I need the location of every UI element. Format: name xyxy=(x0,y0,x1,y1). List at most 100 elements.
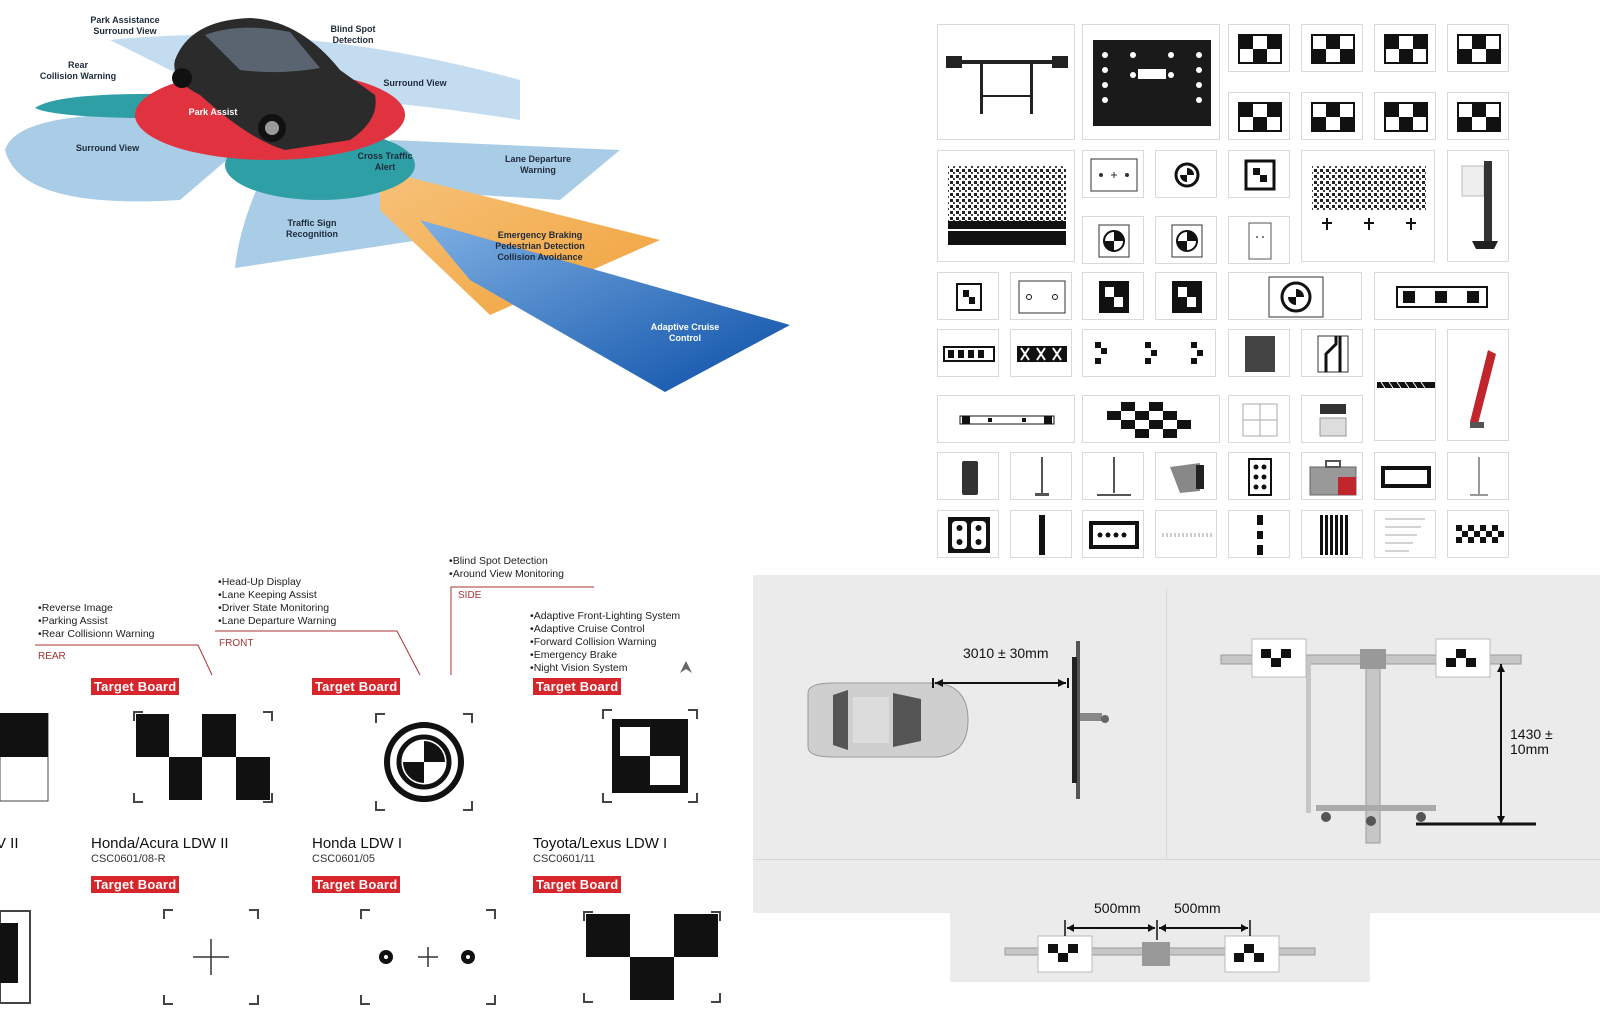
catalog-tile-red-calibration-bar xyxy=(1447,329,1509,441)
feature-item: Lane Departure Warning xyxy=(218,615,337,628)
catalog-tile-checker xyxy=(1374,92,1436,140)
partial-checker-board xyxy=(0,713,49,802)
catalog-tile-plain-board xyxy=(1228,216,1290,264)
zone-label: Adaptive Cruise Control xyxy=(650,322,720,343)
catalog-tile-dot-panel xyxy=(1082,24,1220,140)
catalog-tile-dot-strip xyxy=(937,329,999,377)
catalog-tile-quarter-disc xyxy=(1155,216,1217,264)
catalog-tile-bullseye-board xyxy=(1228,272,1362,320)
offset-setup-diagram xyxy=(1004,920,1316,973)
catalog-tile-dot-cross xyxy=(1082,150,1144,198)
target-board-label: Target Board xyxy=(91,678,180,695)
distance-setup-diagram xyxy=(807,641,1109,799)
catalog-tile-tripod-stand xyxy=(1082,452,1144,500)
catalog-tile-crosshair-board xyxy=(1228,395,1290,443)
target-board-label: Target Board xyxy=(533,876,622,893)
catalog-tile-thin-stand xyxy=(1447,452,1509,500)
checker-board-3x2 xyxy=(583,911,721,1003)
feature-item: Emergency Brake xyxy=(530,649,680,662)
catalog-tile-dense-checker xyxy=(1447,510,1509,558)
right-offset-label: 500mm xyxy=(1174,900,1221,916)
setup-panel: 3010 ± 30mm 1430 ± 10mm xyxy=(753,575,1600,913)
zone-lane-departure xyxy=(390,140,620,200)
side-feature-list: Blind Spot Detection Around View Monitor… xyxy=(449,555,564,581)
target-board-label: Target Board xyxy=(533,678,622,695)
feature-item: Parking Assist xyxy=(38,615,155,628)
adas-coverage-shapes xyxy=(5,18,790,392)
front-feature-list: Head-Up Display Lane Keeping Assist Driv… xyxy=(218,576,337,628)
board-name: Honda/Acura LDW II xyxy=(91,835,229,852)
catalog-tile-checker xyxy=(1228,24,1290,72)
catalog-tile-dual-dots xyxy=(937,510,999,558)
catalog-tile-frame-rect xyxy=(1374,452,1436,500)
target-board-label: Target Board xyxy=(312,876,401,893)
target-board-section: Reverse Image Parking Assist Rear Collis… xyxy=(0,545,760,1034)
catalog-tile-corner-marks xyxy=(1082,329,1216,377)
catalog-tile-checker xyxy=(1447,24,1509,72)
catalog-tile-camera-mount xyxy=(1447,150,1509,262)
catalog-tile-bold-check xyxy=(1155,272,1217,320)
zone-label: Rear Collision Warning xyxy=(39,60,117,81)
cursor-icon xyxy=(680,661,692,673)
catalog-tile-checker xyxy=(1301,24,1363,72)
catalog-tile-checker xyxy=(1301,92,1363,140)
catalog-tile-two-dots xyxy=(1010,272,1072,320)
catalog-tile-quarter-disc xyxy=(1082,216,1144,264)
feature-item: Around View Monitoring xyxy=(449,568,564,581)
feature-item: Reverse Image xyxy=(38,602,155,615)
catalog-tile-device xyxy=(1301,395,1363,443)
zone-emergency-braking xyxy=(380,170,660,315)
catalog-tile-checker xyxy=(1228,92,1290,140)
target-catalog-grid xyxy=(935,22,1515,562)
catalog-tile-dark-panel xyxy=(1228,329,1290,377)
partial-board xyxy=(0,910,31,1004)
catalog-tile-pole-stand xyxy=(1010,452,1072,500)
catalog-tile-square-check xyxy=(1228,150,1290,198)
zone-label: Lane Departure Warning xyxy=(504,154,572,175)
feature-item: Lane Keeping Assist xyxy=(218,589,336,602)
rear-feature-list: Reverse Image Parking Assist Rear Collis… xyxy=(38,602,155,641)
catalog-tile-pattern-strip xyxy=(1010,329,1072,377)
board-name: Honda LDW I xyxy=(312,835,403,852)
catalog-tile-noise-pattern xyxy=(1301,150,1435,262)
zone-label: Surround View xyxy=(383,78,447,88)
zone-label: Surround View xyxy=(75,143,140,153)
catalog-tile-carry-case xyxy=(1301,452,1363,500)
board-code: CSC0601/08-R xyxy=(91,853,166,865)
catalog-tile-noise-pattern xyxy=(937,150,1075,262)
feature-item: Adaptive Front-Lighting System xyxy=(530,610,681,623)
target-board-label: Target Board xyxy=(312,678,401,695)
bullseye-board xyxy=(375,713,473,811)
stand-front-diagram xyxy=(1220,638,1536,844)
category-leader-lines xyxy=(35,586,594,676)
catalog-tile-pattern-bar xyxy=(1374,329,1436,441)
car-top-view-icon xyxy=(807,682,969,758)
zone-label: Traffic Sign Recognition xyxy=(286,218,338,239)
catalog-tile-wide-checker xyxy=(1082,395,1220,443)
adas-coverage-diagram: Park Assistance Surround View Blind Spot… xyxy=(0,0,800,420)
crosshair-board xyxy=(163,909,259,1005)
front-feature-list-2: Adaptive Front-Lighting System Adaptive … xyxy=(530,610,681,675)
zone-label: Blind Spot Detection xyxy=(330,24,376,45)
catalog-tile-dot-grid xyxy=(1228,452,1290,500)
catalog-tile-radar-box xyxy=(937,452,999,500)
feature-item: Adaptive Cruise Control xyxy=(530,623,680,636)
zone-label: Emergency Braking Pedestrian Detection C… xyxy=(495,230,585,262)
zone-label: Park Assist xyxy=(188,107,238,117)
framed-checker-board xyxy=(602,709,698,803)
board-code: CSC0601/11 xyxy=(533,853,596,865)
car-icon xyxy=(172,18,376,150)
category-label-side: SIDE xyxy=(458,590,482,601)
board-name: Toyota/Lexus LDW I xyxy=(533,835,668,852)
catalog-tile-bold-check xyxy=(1082,272,1144,320)
target-board-label: Target Board xyxy=(91,876,180,893)
left-offset-label: 500mm xyxy=(1094,900,1141,916)
catalog-tile-checker xyxy=(1447,92,1509,140)
catalog-tile-vertical-checker xyxy=(1228,510,1290,558)
feature-item: Forward Collision Warning xyxy=(530,636,680,649)
feature-item: Blind Spot Detection xyxy=(449,555,564,568)
feature-item: Rear Collisionn Warning xyxy=(38,628,155,641)
category-label-front: FRONT xyxy=(219,638,254,649)
checker-board-4x2 xyxy=(133,711,273,803)
board-name-partial: V II xyxy=(0,835,19,852)
